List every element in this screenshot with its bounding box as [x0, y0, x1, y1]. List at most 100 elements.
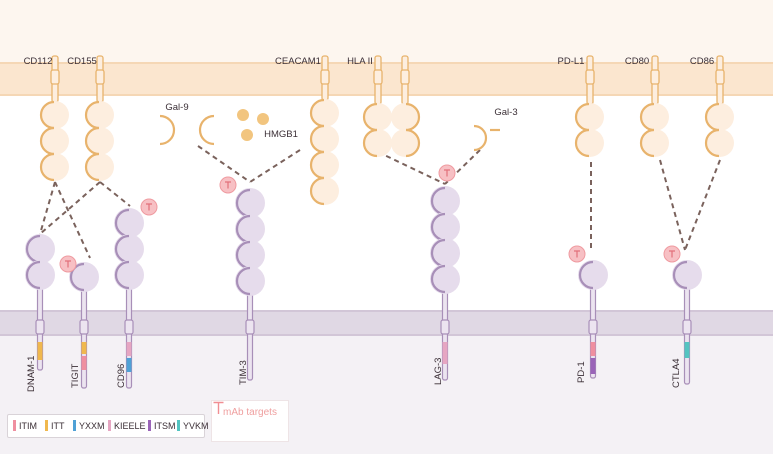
ligand-domain	[311, 177, 339, 205]
interaction-line	[377, 151, 446, 185]
legend-itt: ITT	[45, 419, 65, 433]
ligand-domain	[706, 129, 734, 157]
ligand-domain	[391, 129, 419, 157]
receptor-domain	[235, 266, 265, 296]
yvkm-swatch	[177, 420, 180, 431]
mab-legend-label: mAb targets	[223, 407, 277, 418]
ligand-cd86	[704, 55, 734, 158]
legend-yvkm: YVKM	[177, 419, 209, 433]
mab-target-icon	[140, 198, 158, 216]
ligand-domain	[391, 103, 419, 131]
label-cd96: CD96	[116, 364, 127, 388]
ligand-domain	[311, 125, 339, 153]
mab-targets	[59, 164, 681, 273]
ligand-hla2-b	[391, 55, 421, 158]
receptor-domain	[430, 238, 460, 268]
mab-target-icon	[663, 245, 681, 263]
receptor-domain	[430, 186, 460, 216]
ligand-domain	[706, 103, 734, 131]
kieele-motif	[126, 342, 132, 356]
itsm-swatch	[148, 420, 151, 431]
receptor-domain	[25, 260, 55, 290]
itt-motif	[81, 342, 87, 354]
itim-swatch	[13, 420, 16, 431]
mab-target-icon	[568, 245, 586, 263]
label-tim3: TIM-3	[238, 360, 249, 385]
receptor-domain	[114, 208, 144, 238]
mab-legend: mAb targets	[211, 400, 289, 442]
ligand-domain	[86, 153, 114, 181]
itsm-motif	[590, 358, 596, 374]
itim-motif	[590, 342, 596, 356]
ligand-cd155	[84, 55, 114, 182]
label-ctla4: CTLA4	[671, 358, 682, 388]
ligand-domain	[576, 129, 604, 157]
ligand-domain	[641, 129, 669, 157]
ligand-domain	[364, 103, 392, 131]
ligand-domain	[311, 99, 339, 127]
receptor-domain	[430, 264, 460, 294]
label-ceacam1: CEACAM1	[275, 56, 321, 67]
hmgb1-icon	[237, 109, 269, 141]
receptor-domain	[114, 234, 144, 264]
interaction-line	[197, 145, 251, 183]
itt-motif	[37, 342, 43, 360]
ligand-pdl1	[574, 55, 604, 158]
ligand-domain	[86, 127, 114, 155]
ligand-cd80	[639, 55, 669, 158]
legend-yxxm: YXXM	[73, 419, 105, 433]
yxxm-motif	[126, 358, 132, 372]
label-cd86: CD86	[690, 56, 714, 67]
ligand-domain	[576, 103, 604, 131]
label-hmgb1: HMGB1	[264, 129, 298, 140]
receptor-domain	[69, 262, 99, 292]
interaction-line	[659, 159, 686, 251]
legend-kieele: KIEELE	[108, 419, 146, 433]
yvkm-motif	[684, 342, 690, 358]
legend-itsm: ITSM	[148, 419, 176, 433]
interaction-line	[39, 181, 56, 235]
receptor-cd96	[114, 208, 144, 389]
receptor-tim3	[235, 188, 265, 381]
ligand-domain	[311, 151, 339, 179]
receptor-dnam1	[25, 234, 55, 371]
mab-target-icon	[213, 401, 224, 414]
interaction-line	[54, 181, 91, 259]
ligand-domain	[86, 101, 114, 129]
motif-legend: ITIM ITT YXXM KIEELE ITSM YVKM	[7, 414, 209, 438]
galectin-icon	[473, 124, 500, 152]
bottom-membrane	[0, 310, 773, 336]
legend-itim: ITIM	[13, 419, 37, 433]
label-cd80: CD80	[625, 56, 649, 67]
interaction-line	[249, 149, 301, 183]
mab-target-icon	[59, 255, 77, 273]
receptor-domain	[114, 260, 144, 290]
receptor-domain	[430, 212, 460, 242]
receptor-domain	[235, 214, 265, 244]
interaction-line	[39, 181, 101, 235]
receptor-domain	[578, 260, 608, 290]
upper-cell-background	[0, 0, 773, 62]
receptor-domain	[672, 260, 702, 290]
galectin-icon	[159, 114, 215, 146]
itt-swatch	[45, 420, 48, 431]
receptor-domain	[235, 240, 265, 270]
kieele-motif	[442, 342, 448, 364]
ligand-domain	[41, 153, 69, 181]
ligand-domain	[41, 101, 69, 129]
receptor-domain	[25, 234, 55, 264]
ligand-domain	[641, 103, 669, 131]
ligand-domain	[41, 127, 69, 155]
receptor-tigit	[69, 262, 99, 389]
label-tigit: TIGIT	[70, 364, 81, 388]
label-hla2: HLA II	[347, 56, 373, 67]
top-membrane	[0, 62, 773, 96]
label-gal9: Gal-9	[165, 102, 188, 113]
label-pd1: PD-1	[576, 361, 587, 383]
mab-target-icon	[219, 176, 237, 194]
receptor-lag3	[430, 186, 460, 381]
kieele-swatch	[108, 420, 111, 431]
yxxm-swatch	[73, 420, 76, 431]
label-cd155: CD155	[67, 56, 97, 67]
